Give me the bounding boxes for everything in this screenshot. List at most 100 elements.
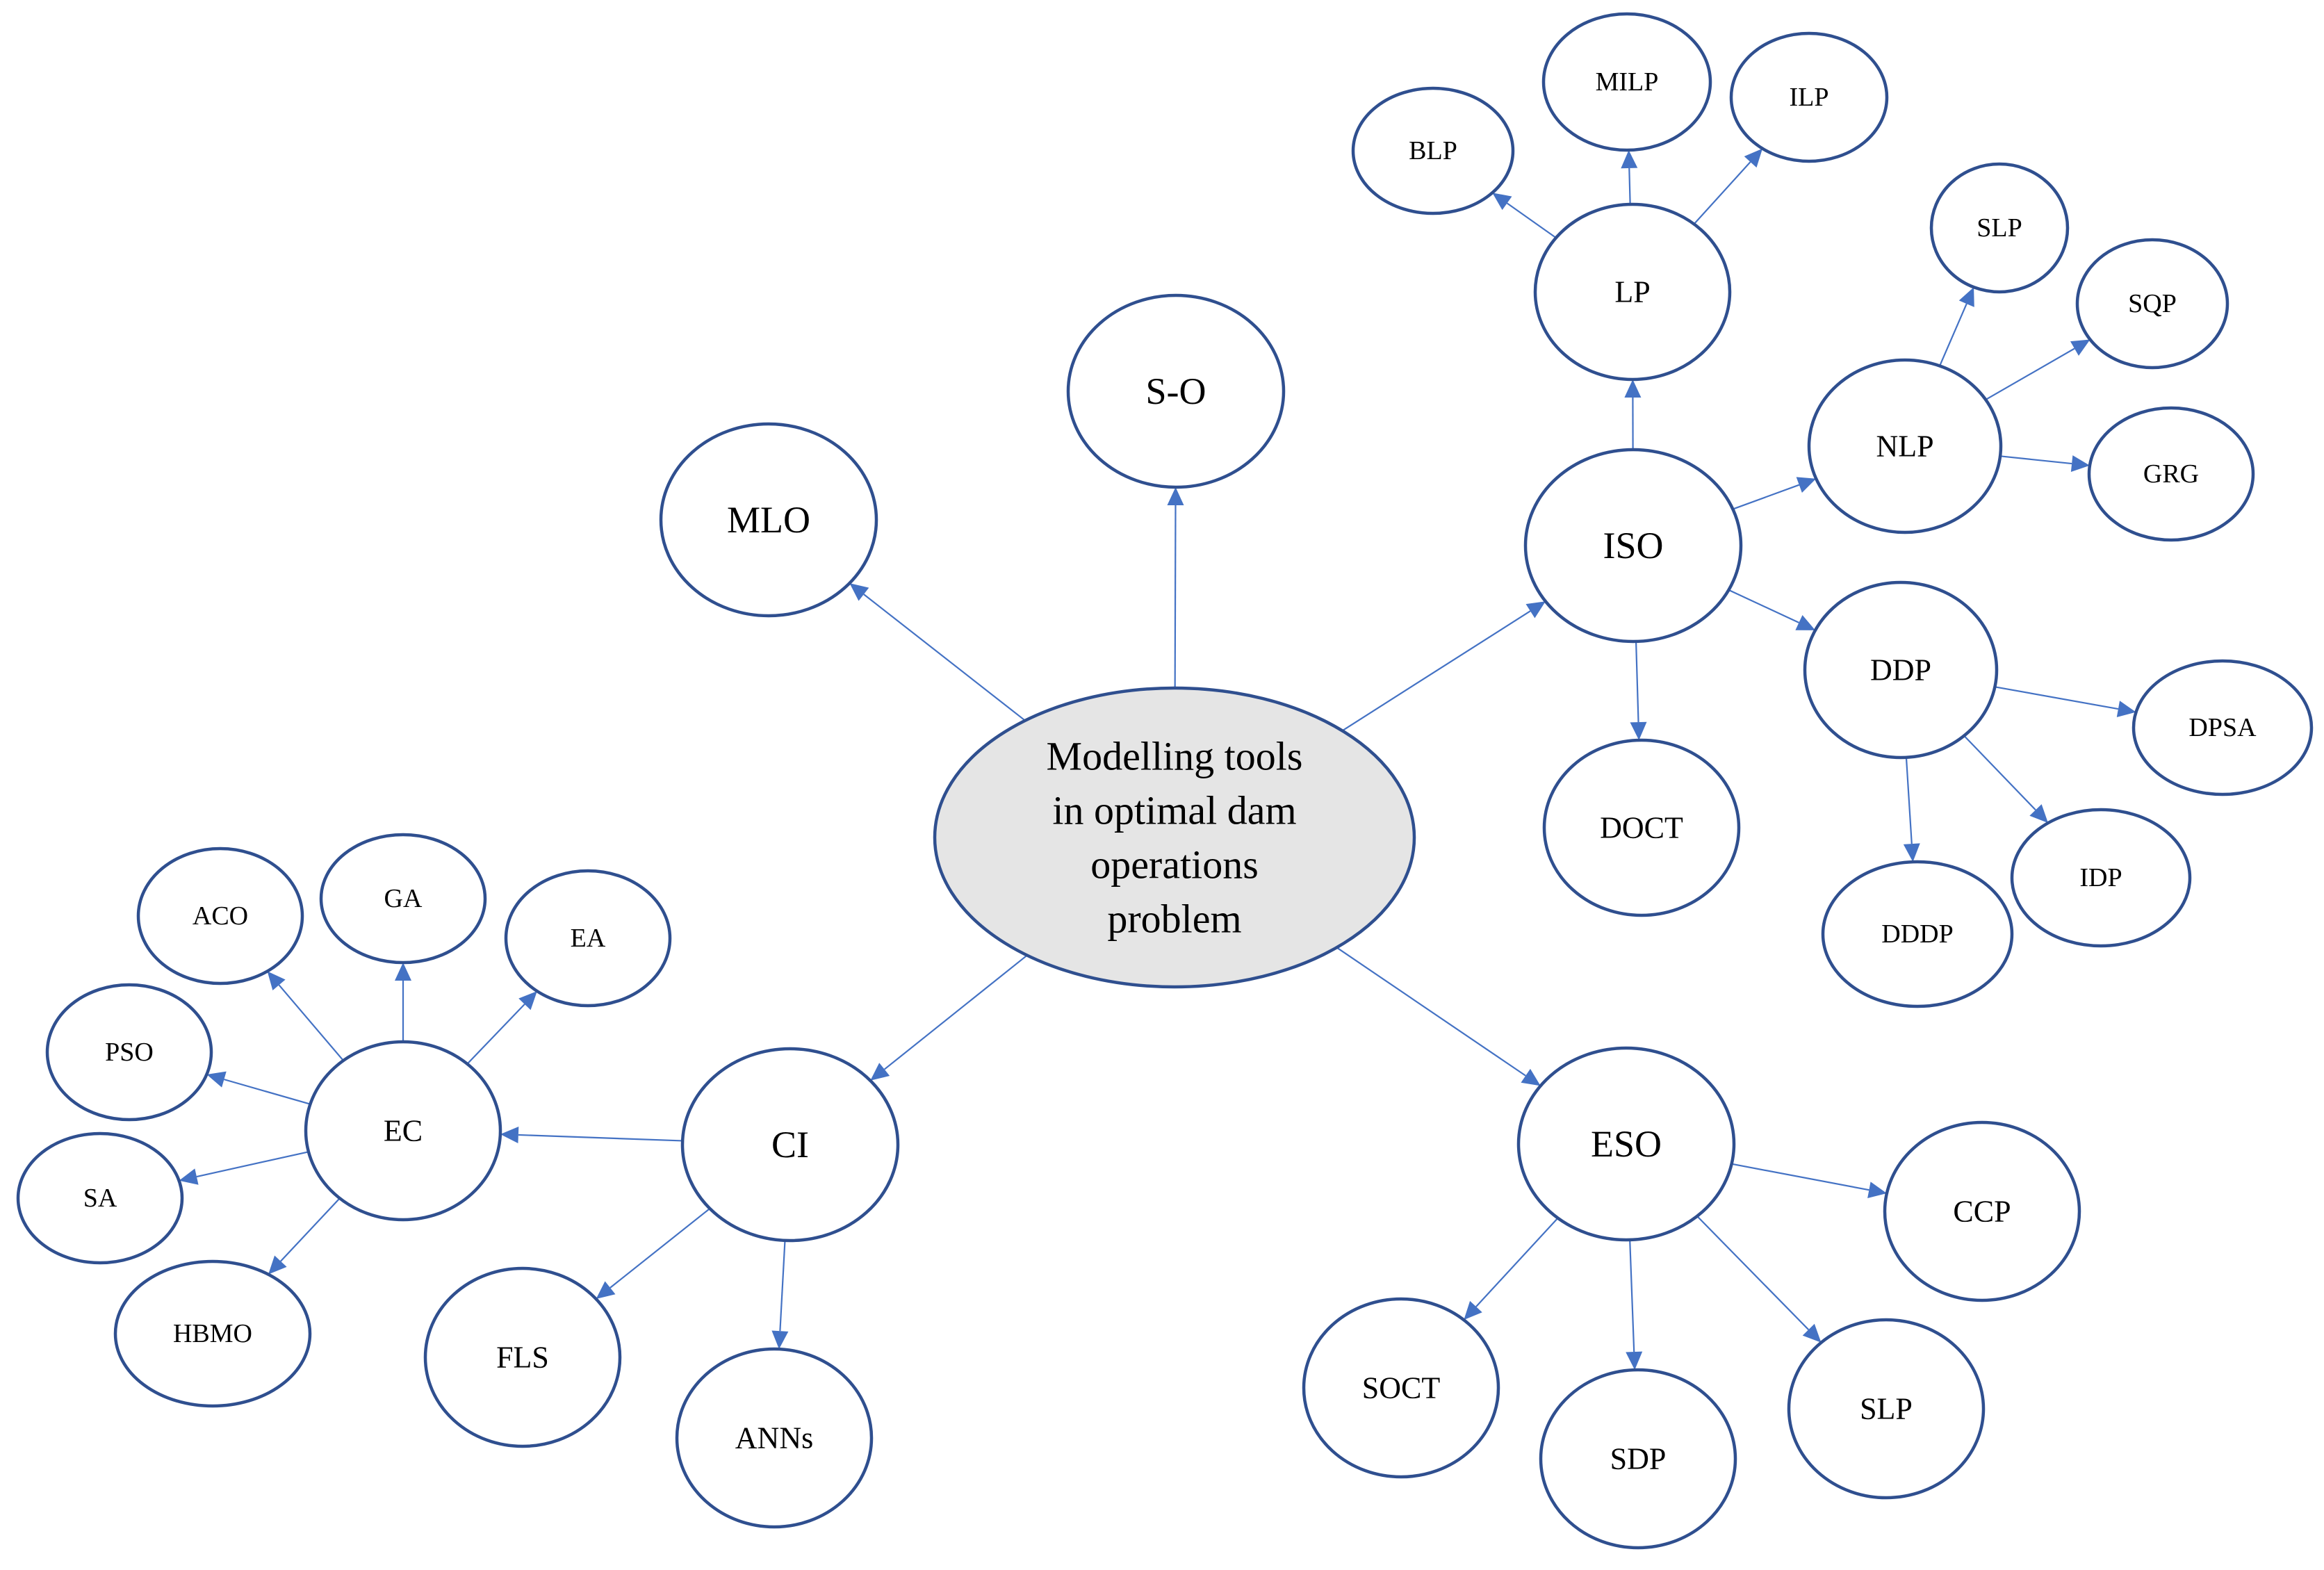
arrowhead-icon: [1492, 193, 1512, 211]
node-ellipse: [1533, 202, 1732, 382]
node-label: CI: [771, 1124, 809, 1166]
node-label: MILP: [1596, 67, 1659, 97]
node-ellipse: [2131, 659, 2314, 796]
edge-eso-slp2: [1696, 1216, 1822, 1343]
node-label: EC: [384, 1114, 423, 1148]
edge-ci-ec: [500, 1126, 683, 1143]
node-slp2: SLP: [1787, 1318, 1986, 1500]
arrowhead-icon: [1903, 843, 1920, 862]
arrowhead-icon: [1802, 1323, 1822, 1343]
arrowhead-icon: [870, 1063, 890, 1081]
edge-center-eso: [1336, 947, 1541, 1086]
node-ccp: CCP: [1883, 1120, 2081, 1302]
node-label: GA: [384, 884, 423, 913]
edge-line: [1731, 1163, 1869, 1191]
node-eso: ESO: [1516, 1046, 1736, 1242]
node-ellipse: [1516, 1046, 1736, 1242]
edge-nlp-grg: [1999, 455, 2090, 473]
edge-line: [466, 1004, 525, 1065]
arrowhead-icon: [1525, 601, 1546, 619]
edge-ci-anns: [771, 1240, 789, 1350]
edge-center-mlo: [849, 583, 1026, 721]
arrowhead-icon: [1796, 477, 1817, 493]
edge-center-iso: [1341, 601, 1546, 732]
node-ellipse: [1729, 31, 1889, 163]
node-ellipse: [1807, 358, 2003, 534]
edge-ec-ea: [466, 991, 537, 1065]
arrowhead-icon: [500, 1126, 519, 1143]
node-label: ILP: [1790, 83, 1829, 112]
node-label: GRG: [2143, 459, 2199, 489]
edge-line: [779, 1240, 786, 1332]
arrowhead-icon: [1167, 486, 1184, 506]
node-label: IDP: [2079, 863, 2122, 892]
node-ellipse: [680, 1047, 900, 1243]
node-ci: CI: [680, 1047, 900, 1243]
edge-ec-pso: [206, 1071, 311, 1105]
edge-iso-lp: [1624, 379, 1642, 450]
edge-line: [224, 1079, 311, 1105]
node-label: DDP: [1870, 653, 1931, 687]
node-iso: ISO: [1523, 448, 1743, 644]
node-sa: SA: [16, 1131, 184, 1265]
arrowhead-icon: [206, 1071, 227, 1088]
node-ellipse: [423, 1266, 622, 1448]
node-ellipse: [659, 422, 878, 618]
edge-nlp-slp1: [1939, 287, 1974, 366]
node-label: SQP: [2128, 289, 2177, 318]
arrowhead-icon: [1630, 721, 1647, 741]
edge-ddp-dddp: [1903, 757, 1920, 862]
arrowhead-icon: [2070, 455, 2090, 473]
node-label: EA: [571, 924, 606, 953]
edge-center-so: [1167, 486, 1184, 689]
node-ellipse: [304, 1040, 502, 1222]
node-slp1: SLP: [1929, 162, 2070, 294]
edge-ci-fls: [596, 1208, 711, 1300]
node-label: ESO: [1591, 1123, 1662, 1165]
node-ellipse: [1787, 1318, 1986, 1500]
edge-ec-ga: [395, 963, 411, 1042]
node-ellipse: [1066, 293, 1286, 489]
node-so: S-O: [1066, 293, 1286, 489]
edge-ddp-idp: [1963, 735, 2049, 824]
node-socte: SOCT: [1302, 1297, 1500, 1479]
node-label: SA: [83, 1184, 117, 1213]
node-ellipse: [319, 833, 487, 965]
node-ellipse: [1803, 580, 1999, 760]
arrowhead-icon: [771, 1330, 789, 1350]
edge-eso-ccp: [1731, 1163, 1887, 1198]
node-aco: ACO: [136, 847, 304, 986]
node-label: HBMO: [173, 1319, 252, 1348]
center-label-line: in optimal dam: [1052, 788, 1296, 833]
node-ellipse: [16, 1131, 184, 1265]
node-ea: EA: [504, 869, 672, 1008]
node-ellipse: [504, 869, 672, 1008]
node-label: FLS: [496, 1341, 549, 1375]
arrowhead-icon: [1744, 148, 1763, 168]
edge-line: [863, 594, 1026, 721]
node-label: BLP: [1409, 136, 1457, 165]
center-label-line: operations: [1090, 842, 1259, 888]
node-ellipse: [1523, 448, 1743, 644]
center-label-line: problem: [1107, 897, 1241, 942]
edge-ec-hbmo: [268, 1197, 341, 1275]
edge-line: [883, 954, 1028, 1070]
node-label: LP: [1614, 275, 1650, 309]
node-dddp: DDDP: [1821, 860, 2014, 1008]
node-ellipse: [1883, 1120, 2081, 1302]
edge-line: [1995, 686, 2119, 710]
arrowhead-icon: [268, 1255, 287, 1275]
edge-line: [1693, 161, 1751, 225]
node-grg: GRG: [2087, 406, 2255, 542]
edge-ec-sa: [179, 1151, 309, 1185]
node-pso: PSO: [45, 983, 213, 1122]
node-label: DPSA: [2188, 713, 2257, 742]
node-label: CCP: [1953, 1195, 2011, 1229]
arrowhead-icon: [1626, 1351, 1643, 1371]
arrowhead-icon: [1464, 1300, 1482, 1320]
node-sdp: SDP: [1539, 1368, 1737, 1550]
center-ellipse: [933, 686, 1416, 989]
